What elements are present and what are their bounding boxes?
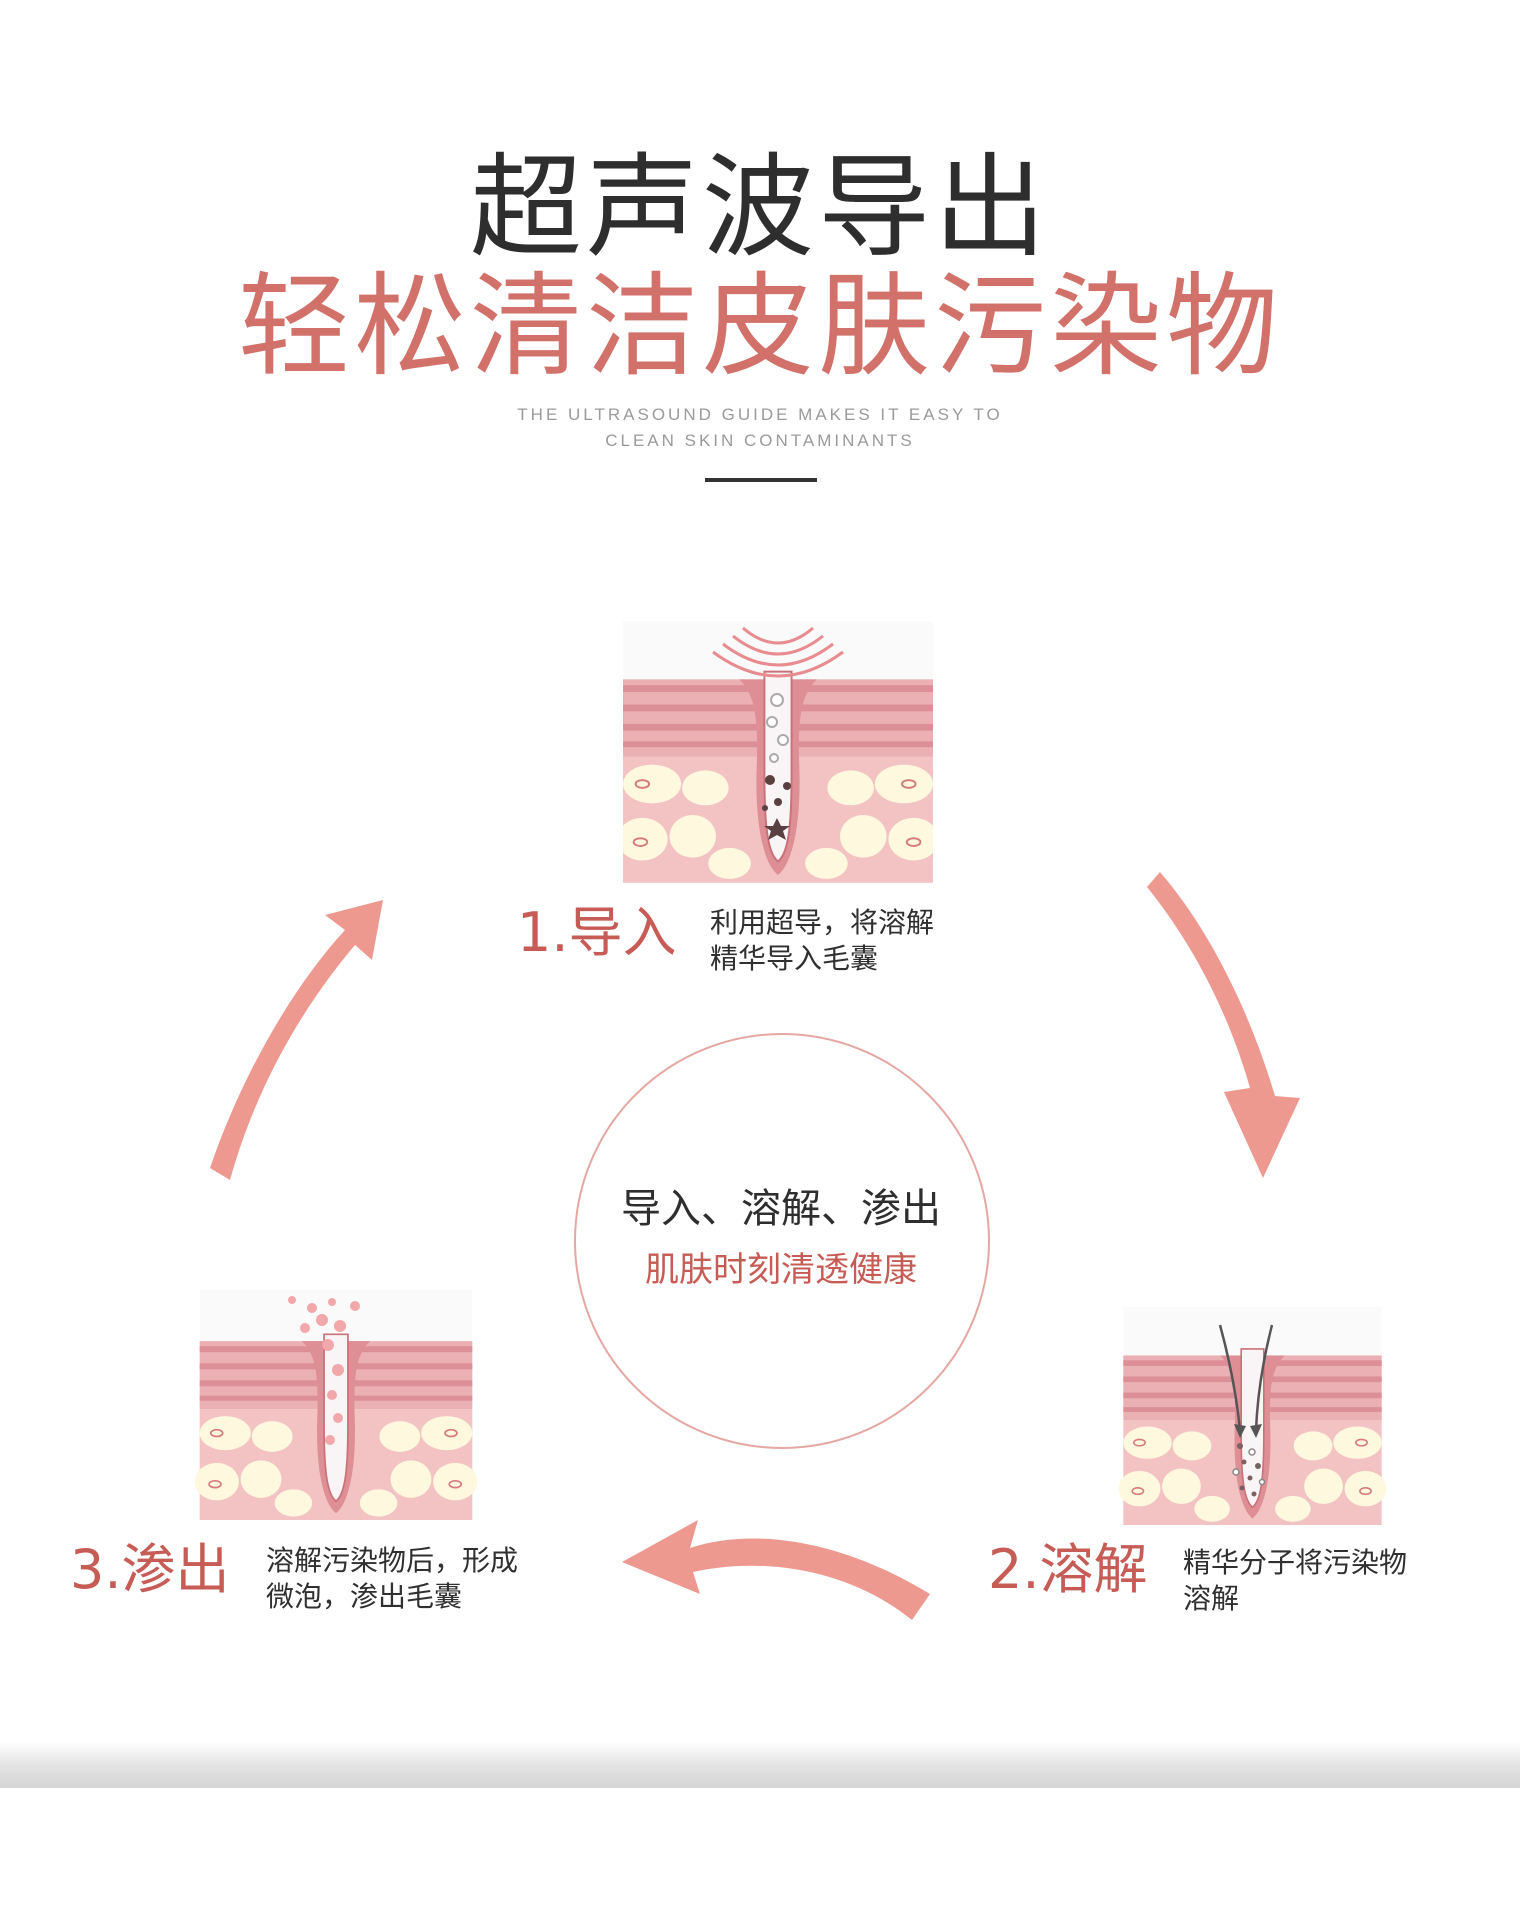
center-caption: 导入、溶解、渗出: [621, 1186, 941, 1232]
step2-description-line2: 溶解: [1183, 1582, 1240, 1615]
center-circle: [574, 1033, 990, 1449]
english-subtitle-line1: THE ULTRASOUND GUIDE MAKES IT EASY TO: [517, 405, 1003, 424]
step3-label: 3.渗出: [70, 1538, 230, 1601]
bottom-shadow-band: [0, 1742, 1520, 1788]
step2-label: 2.溶解: [988, 1538, 1148, 1601]
step2-skin-illustration: [1117, 1307, 1388, 1525]
cycle-arrow-left: [210, 900, 383, 1180]
center-tagline: 肌肤时刻清透健康: [645, 1250, 917, 1290]
step1-description-line1: 利用超导，将溶解: [710, 906, 935, 939]
step3-description: 溶解污染物后，形成 微泡，渗出毛囊: [266, 1543, 518, 1615]
step2-description: 精华分子将污染物 溶解: [1183, 1545, 1407, 1617]
step3-description-line1: 溶解污染物后，形成: [266, 1544, 519, 1577]
english-subtitle-line2: CLEAN SKIN CONTAMINANTS: [605, 431, 915, 450]
cycle-arrow-bottom: [622, 1520, 930, 1620]
step1-description: 利用超导，将溶解 精华导入毛囊: [710, 905, 934, 977]
main-subtitle-cn: 轻松清洁皮肤污染物: [238, 262, 1282, 392]
cycle-arrow-right: [1147, 872, 1300, 1178]
step3-skin-illustration: [193, 1290, 479, 1520]
bottom-margin: [0, 1788, 1520, 1920]
step3-description-line2: 微泡，渗出毛囊: [266, 1580, 463, 1613]
main-title: 超声波导出: [470, 143, 1050, 273]
title-divider: [705, 478, 817, 482]
english-subtitle: THE ULTRASOUND GUIDE MAKES IT EASY TO CL…: [0, 402, 1520, 454]
step1-skin-illustration: [623, 620, 933, 884]
step1-label: 1.导入: [517, 901, 677, 964]
step2-description-line1: 精华分子将污染物: [1183, 1546, 1408, 1579]
step1-description-line2: 精华导入毛囊: [710, 942, 879, 975]
